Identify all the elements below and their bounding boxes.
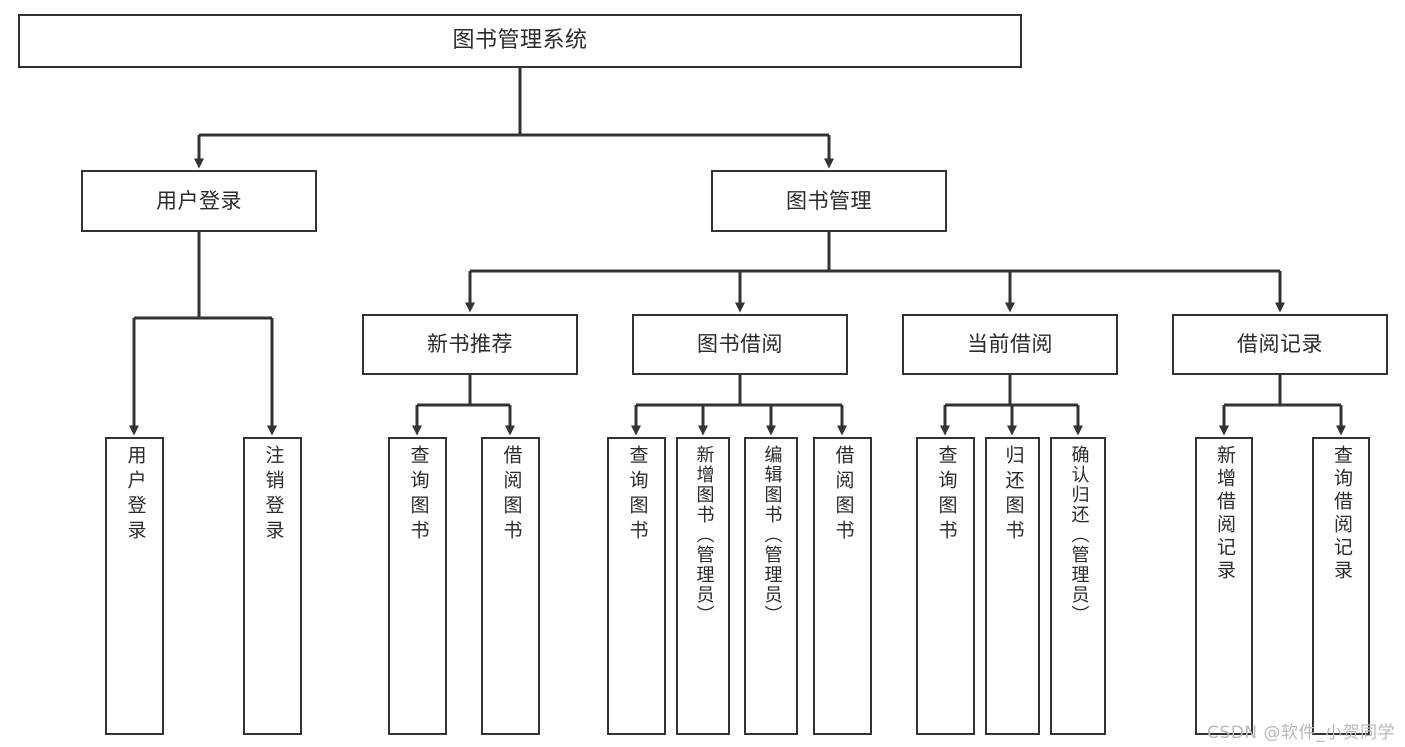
node-leaf-return-book-label: 归还图书 — [1002, 445, 1025, 545]
node-leaf-query-book-borrow[interactable]: 查询图书 — [607, 437, 666, 735]
node-current-borrow-label: 当前借阅 — [967, 332, 1053, 357]
node-book-borrow[interactable]: 图书借阅 — [632, 314, 848, 375]
node-root[interactable]: 图书管理系统 — [18, 14, 1022, 68]
node-leaf-query-borrow-record[interactable]: 查询借阅记录 — [1312, 437, 1370, 735]
edge-group-book-management — [465, 232, 1285, 313]
csdn-watermark: CSDN @软件_小贺同学 — [1207, 723, 1395, 743]
node-leaf-query-borrow-record-label: 查询借阅记录 — [1330, 445, 1353, 583]
node-leaf-user-login-label: 用户登录 — [124, 445, 147, 545]
node-leaf-query-book-current-label: 查询图书 — [935, 445, 958, 545]
edge-group-new-book-recommend — [412, 375, 515, 436]
node-leaf-borrow-book-recommend-label: 借阅图书 — [500, 445, 523, 545]
node-leaf-query-book-current[interactable]: 查询图书 — [916, 437, 975, 735]
node-leaf-add-book-admin[interactable]: 新增图书（管理员） — [676, 437, 730, 735]
node-root-label: 图书管理系统 — [452, 28, 588, 54]
node-book-management[interactable]: 图书管理 — [711, 170, 947, 232]
node-user-login-label: 用户登录 — [156, 188, 242, 213]
node-book-borrow-label: 图书借阅 — [697, 332, 783, 357]
node-leaf-borrow-book[interactable]: 借阅图书 — [813, 437, 872, 735]
node-leaf-borrow-book-label: 借阅图书 — [832, 445, 855, 545]
node-leaf-user-logout[interactable]: 注销登录 — [243, 437, 302, 735]
node-borrow-record-label: 借阅记录 — [1237, 332, 1323, 357]
node-leaf-user-login[interactable]: 用户登录 — [105, 437, 164, 735]
node-current-borrow[interactable]: 当前借阅 — [902, 314, 1118, 375]
node-new-book-recommend-label: 新书推荐 — [427, 332, 513, 357]
node-user-login[interactable]: 用户登录 — [81, 170, 317, 232]
node-leaf-user-logout-label: 注销登录 — [262, 445, 285, 545]
node-leaf-add-borrow-record[interactable]: 新增借阅记录 — [1195, 437, 1253, 735]
node-leaf-edit-book-admin-label: 编辑图书（管理员） — [761, 445, 783, 625]
node-leaf-query-book-recommend-label: 查询图书 — [407, 445, 430, 545]
node-leaf-add-borrow-record-label: 新增借阅记录 — [1213, 445, 1236, 583]
node-book-management-label: 图书管理 — [786, 188, 872, 213]
node-new-book-recommend[interactable]: 新书推荐 — [362, 314, 578, 375]
edge-group-borrow-record — [1219, 375, 1346, 436]
node-leaf-query-book-recommend[interactable]: 查询图书 — [388, 437, 447, 735]
node-leaf-confirm-return-admin[interactable]: 确认归还（管理员） — [1050, 437, 1106, 735]
edge-group-book-borrow — [631, 375, 847, 436]
node-leaf-edit-book-admin[interactable]: 编辑图书（管理员） — [744, 437, 798, 735]
node-leaf-borrow-book-recommend[interactable]: 借阅图书 — [481, 437, 540, 735]
node-leaf-return-book[interactable]: 归还图书 — [985, 437, 1040, 735]
node-leaf-confirm-return-admin-label: 确认归还（管理员） — [1068, 445, 1090, 625]
node-leaf-add-book-admin-label: 新增图书（管理员） — [693, 445, 715, 625]
edge-group-user-login — [129, 232, 277, 436]
node-borrow-record[interactable]: 借阅记录 — [1172, 314, 1388, 375]
edge-group-current-borrow — [940, 375, 1083, 436]
node-leaf-query-book-borrow-label: 查询图书 — [626, 445, 649, 545]
edge-group-root — [194, 68, 834, 169]
